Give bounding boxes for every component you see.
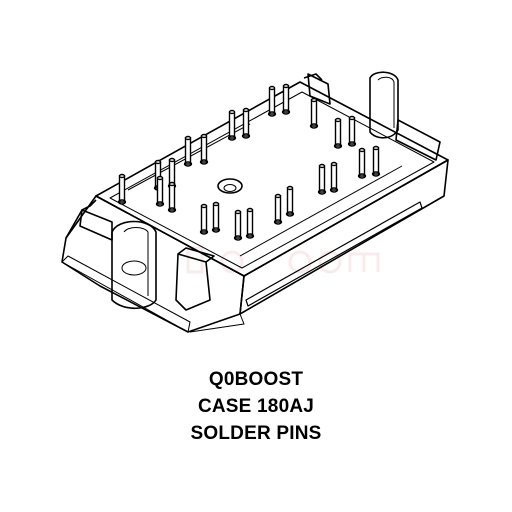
solder-pin xyxy=(155,175,165,207)
right-clamp xyxy=(369,71,399,139)
solder-pin xyxy=(267,85,277,117)
solder-pin xyxy=(273,193,283,225)
solder-pin xyxy=(211,201,221,233)
solder-pin xyxy=(117,173,127,205)
solder-pin xyxy=(183,135,193,167)
left-clip xyxy=(175,253,211,311)
left-face xyxy=(61,195,245,333)
solder-pin xyxy=(281,83,291,115)
top-rim xyxy=(109,91,435,269)
front-face xyxy=(239,159,449,315)
solder-pin xyxy=(285,185,295,217)
caption-pin-type: SOLDER PINS xyxy=(190,423,322,444)
base-edge xyxy=(61,255,191,333)
caption-case-number: CASE 180AJ xyxy=(197,396,315,417)
mounting-hole xyxy=(217,178,243,194)
solder-pin xyxy=(371,145,381,177)
solder-pin xyxy=(329,161,339,193)
module-body xyxy=(61,71,449,333)
caption-package-name: Q0BOOST xyxy=(208,369,304,390)
solder-pin xyxy=(199,203,209,235)
front-groove xyxy=(245,201,423,307)
solder-pin xyxy=(199,133,209,165)
left-clamp xyxy=(111,220,157,310)
solder-pin xyxy=(167,181,177,213)
solder-pin xyxy=(233,209,243,241)
solder-pins xyxy=(117,83,381,241)
solder-pin xyxy=(317,163,327,195)
solder-pin xyxy=(333,117,343,149)
solder-pin xyxy=(241,107,251,139)
solder-pin xyxy=(245,207,255,239)
solder-pin xyxy=(347,115,357,147)
watermark xyxy=(186,246,380,274)
solder-pin xyxy=(227,109,237,141)
solder-pin xyxy=(309,97,319,129)
solder-pin xyxy=(357,147,367,179)
